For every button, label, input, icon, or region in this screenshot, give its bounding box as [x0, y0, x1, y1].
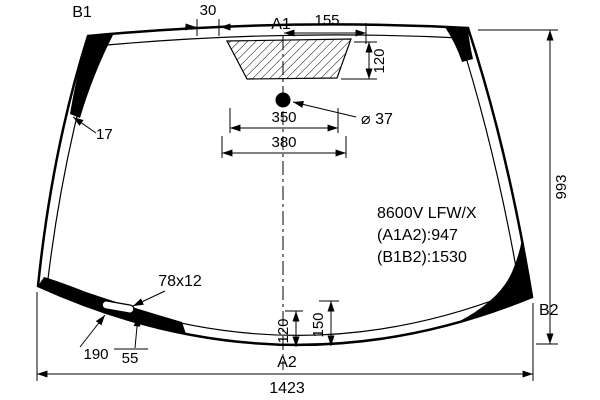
dim-bottom-inner-height: 120: [275, 310, 303, 347]
dim-mount-width-outer: 380: [221, 134, 347, 158]
dim-hole-diameter-value: ⌀ 37: [361, 111, 393, 128]
frit-top-right: [445, 27, 473, 62]
leader-line: [132, 290, 166, 307]
dim-top-offset-value: 30: [200, 2, 217, 19]
dim-bottom-outer-height: 150: [310, 300, 339, 346]
callout-slot-size: 78x12: [132, 273, 202, 307]
callout-slot-size-value: 78x12: [158, 273, 202, 290]
label-a1: A1: [271, 16, 291, 33]
dim-hole-diameter: ⌀ 37: [292, 100, 393, 128]
dim-edge-inset-value: 17: [96, 126, 113, 143]
glass-outer-edge: [36, 23, 534, 347]
dim-glass-width: 1423: [36, 292, 534, 397]
dim-sensor-height-value: 120: [371, 48, 388, 73]
dim-glass-height: 993: [478, 29, 570, 345]
slot-78x12: [101, 300, 135, 314]
part-b1b2-length: (B1B2):1530: [377, 249, 467, 266]
sensor-hatch-area: [226, 38, 352, 80]
dim-bottom-outer-height-value: 150: [310, 312, 327, 337]
dim-mount-width-outer-value: 380: [271, 134, 296, 151]
dim-edge-inset: 17: [72, 116, 113, 143]
dim-a1-to-edge: 155: [284, 12, 367, 44]
dim-mount-width-inner-value: 350: [271, 109, 296, 126]
dim-slot-distance: 190: [79, 314, 109, 363]
leader-line: [72, 116, 97, 134]
leader-line: [79, 314, 106, 348]
frit-bottom-right: [458, 239, 532, 322]
label-a2: A2: [277, 354, 297, 371]
label-b1: B1: [72, 4, 92, 21]
label-b2: B2: [539, 302, 559, 319]
dim-mount-width-inner: 350: [229, 108, 339, 133]
part-model: 8600V LFW/X: [377, 205, 477, 222]
dim-glass-height-value: 993: [553, 174, 570, 199]
dim-slot-offset-value: 55: [122, 350, 139, 367]
dim-a1-to-edge-value: 155: [314, 12, 339, 29]
part-info: 8600V LFW/X (A1A2):947 (B1B2):1530: [377, 205, 477, 266]
leader-line: [292, 100, 357, 118]
dim-slot-distance-value: 190: [83, 346, 108, 363]
dim-bottom-inner-height-value: 120: [275, 318, 292, 343]
dim-top-offset: 30: [185, 2, 231, 36]
leader-line: [133, 315, 141, 349]
dim-slot-offset: 55: [114, 315, 148, 367]
part-a1a2-length: (A1A2):947: [377, 227, 458, 244]
frit-top-left: [70, 33, 114, 118]
dim-glass-width-value: 1423: [269, 380, 305, 397]
dim-sensor-height: 120: [341, 41, 388, 80]
